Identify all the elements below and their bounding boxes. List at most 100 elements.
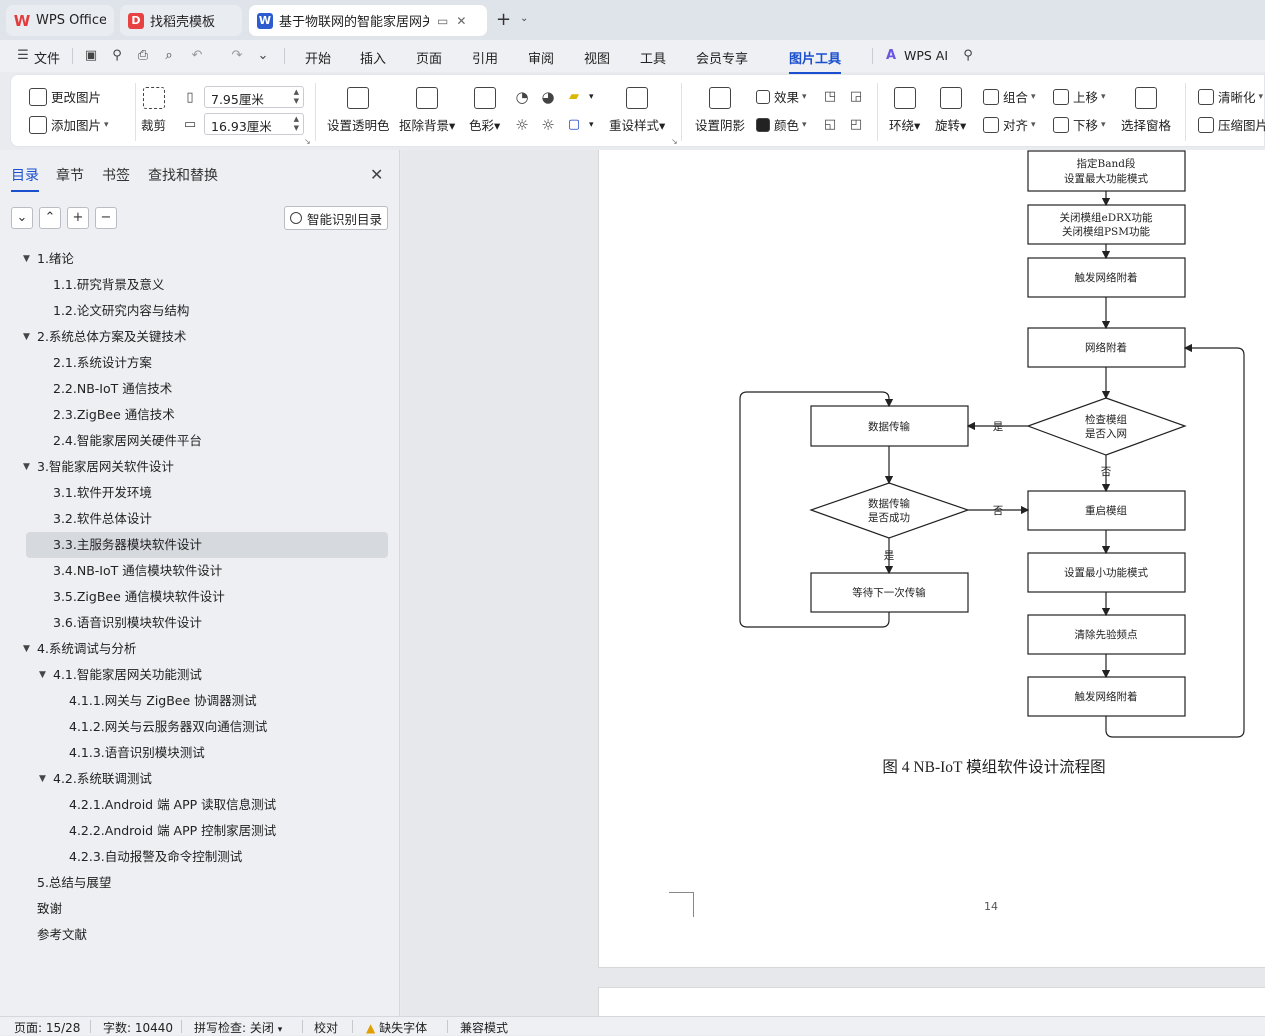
- outline-color-icon[interactable]: ▢: [567, 117, 581, 132]
- tab-docer-templates[interactable]: D 找稻壳模板: [120, 5, 242, 36]
- menu-picture-tools[interactable]: 图片工具: [789, 48, 842, 74]
- toc-item[interactable]: 4.1.1.网关与 ZigBee 协调器测试: [0, 688, 400, 714]
- nav-tab-find-replace[interactable]: 查找和替换: [148, 168, 218, 184]
- remove-background-button[interactable]: 抠除背景▾: [399, 87, 455, 134]
- monitor-icon[interactable]: ▭: [437, 13, 449, 28]
- crop-button[interactable]: 裁剪: [141, 87, 166, 134]
- toc-item[interactable]: 4.2.1.Android 端 APP 读取信息测试: [0, 792, 400, 818]
- dialog-launcher-icon[interactable]: ↘: [304, 137, 311, 146]
- toc-item[interactable]: 2.2.NB-IoT 通信技术: [0, 376, 400, 402]
- toc-item[interactable]: 3.4.NB-IoT 通信模块软件设计: [0, 558, 400, 584]
- selection-pane-button[interactable]: 选择窗格: [1121, 87, 1171, 134]
- menu-start[interactable]: 开始: [305, 52, 332, 67]
- width-input[interactable]: 7.95厘米 ▲▼: [204, 86, 304, 108]
- contrast-up-icon[interactable]: ☼: [515, 116, 529, 134]
- toc-item[interactable]: ▼2.系统总体方案及关键技术: [0, 324, 400, 350]
- toc-item[interactable]: 3.3.主服务器模块软件设计: [26, 532, 388, 558]
- menu-page[interactable]: 页面: [416, 52, 443, 67]
- smart-toc-button[interactable]: 智能识别目录: [284, 206, 388, 230]
- new-tab-icon[interactable]: +: [496, 9, 512, 30]
- color-adjust-button[interactable]: 色彩▾: [469, 87, 500, 134]
- highlight-color-icon[interactable]: ▰: [569, 89, 579, 104]
- collapse-up-button[interactable]: ⌃: [39, 207, 61, 229]
- toc-item[interactable]: 致谢: [0, 896, 400, 922]
- rotate-button[interactable]: 旋转▾: [935, 87, 966, 134]
- menu-wps-ai[interactable]: WPS AI: [904, 48, 949, 63]
- menu-review[interactable]: 审阅: [528, 52, 555, 67]
- undo-icon[interactable]: ↶: [191, 48, 203, 63]
- shadow-up-icon[interactable]: ◳: [823, 89, 837, 104]
- close-tab-icon[interactable]: ✕: [456, 13, 467, 28]
- sharpen-button[interactable]: 清晰化▾: [1198, 87, 1263, 106]
- toc-item[interactable]: 3.5.ZigBee 通信模块软件设计: [0, 584, 400, 610]
- toc-item[interactable]: 4.1.2.网关与云服务器双向通信测试: [0, 714, 400, 740]
- redo-icon[interactable]: ↷: [231, 48, 243, 63]
- expand-triangle-icon[interactable]: ▼: [23, 332, 30, 342]
- bring-forward-button[interactable]: 上移▾: [1053, 87, 1106, 106]
- close-icon[interactable]: ✕: [370, 165, 384, 184]
- spin-arrows-icon[interactable]: ▲▼: [293, 88, 299, 105]
- quick-access-dropdown-icon[interactable]: ⌄: [257, 48, 269, 63]
- toc-item[interactable]: 2.1.系统设计方案: [0, 350, 400, 376]
- flowchart-image[interactable]: 指定Band段 设置最大功能模式 关闭模组eDRX功能 关闭模组PSM功能 触发…: [599, 150, 1265, 750]
- brightness-up-icon[interactable]: ◔: [515, 88, 529, 106]
- menu-tools[interactable]: 工具: [640, 52, 667, 67]
- toc-item[interactable]: 参考文献: [0, 922, 400, 948]
- menu-view[interactable]: 视图: [584, 52, 611, 67]
- chevron-down-icon[interactable]: ▾: [589, 120, 594, 130]
- compress-image-button[interactable]: 压缩图片: [1198, 115, 1265, 134]
- shadow-left-icon[interactable]: ◱: [823, 117, 837, 132]
- print-preview-icon[interactable]: ⌕: [165, 48, 173, 63]
- spin-arrows-icon[interactable]: ▲▼: [293, 115, 299, 132]
- toc-item[interactable]: 4.2.2.Android 端 APP 控制家居测试: [0, 818, 400, 844]
- share-link-icon[interactable]: ⚲: [112, 48, 122, 63]
- toc-item[interactable]: ▼4.系统调试与分析: [0, 636, 400, 662]
- contrast-down-icon[interactable]: ☼: [541, 116, 555, 134]
- menu-member[interactable]: 会员专享: [696, 52, 749, 67]
- expand-triangle-icon[interactable]: ▼: [39, 670, 46, 680]
- search-icon[interactable]: ⚲: [963, 48, 973, 63]
- nav-tab-sections[interactable]: 章节: [56, 168, 84, 184]
- fill-color-button[interactable]: 颜色▾: [756, 115, 807, 134]
- add-heading-button[interactable]: +: [67, 207, 89, 229]
- tab-current-document[interactable]: W 基于物联网的智能家居网关设计 ▭ ✕: [249, 5, 487, 36]
- expand-triangle-icon[interactable]: ▼: [23, 254, 30, 264]
- toc-item[interactable]: 3.6.语音识别模块软件设计: [0, 610, 400, 636]
- hamburger-menu-icon[interactable]: ☰: [17, 48, 29, 63]
- missing-font-button[interactable]: ▲ 缺失字体: [366, 1021, 428, 1035]
- height-input[interactable]: 16.93厘米 ▲▼: [204, 113, 304, 135]
- toc-item[interactable]: ▼1.绪论: [0, 246, 400, 272]
- brightness-down-icon[interactable]: ◕: [541, 88, 555, 106]
- page-indicator[interactable]: 页面: 15/28: [14, 1021, 81, 1035]
- wrap-button[interactable]: 环绕▾: [889, 87, 920, 134]
- send-backward-button[interactable]: 下移▾: [1053, 115, 1106, 134]
- reset-style-button[interactable]: 重设样式▾: [609, 87, 665, 134]
- chevron-down-icon[interactable]: ▾: [589, 92, 594, 102]
- menu-references[interactable]: 引用: [472, 52, 499, 67]
- save-icon[interactable]: ▣: [84, 48, 98, 63]
- toc-item[interactable]: 2.4.智能家居网关硬件平台: [0, 428, 400, 454]
- menu-insert[interactable]: 插入: [360, 52, 387, 67]
- tab-wps-office[interactable]: W WPS Office: [6, 5, 114, 36]
- group-button[interactable]: 组合▾: [983, 87, 1036, 106]
- set-shadow-button[interactable]: 设置阴影: [695, 87, 745, 134]
- dialog-launcher-icon[interactable]: ↘: [671, 137, 678, 146]
- shadow-right-icon[interactable]: ◰: [849, 117, 863, 132]
- toc-item[interactable]: 1.1.研究背景及意义: [0, 272, 400, 298]
- proofread-button[interactable]: 校对: [314, 1021, 339, 1035]
- toc-item[interactable]: ▼4.1.智能家居网关功能测试: [0, 662, 400, 688]
- toc-item[interactable]: 2.3.ZigBee 通信技术: [0, 402, 400, 428]
- remove-heading-button[interactable]: −: [95, 207, 117, 229]
- toc-item[interactable]: 3.1.软件开发环境: [0, 480, 400, 506]
- effects-button[interactable]: 效果▾: [756, 87, 807, 106]
- shadow-down-icon[interactable]: ◲: [849, 89, 863, 104]
- spell-check-toggle[interactable]: 拼写检查: 关闭 ▾: [194, 1021, 283, 1035]
- toc-item[interactable]: 4.1.3.语音识别模块测试: [0, 740, 400, 766]
- toc-item[interactable]: 3.2.软件总体设计: [0, 506, 400, 532]
- collapse-down-button[interactable]: ⌄: [11, 207, 33, 229]
- toc-item[interactable]: 1.2.论文研究内容与结构: [0, 298, 400, 324]
- nav-tab-toc[interactable]: 目录: [11, 165, 39, 192]
- add-image-button[interactable]: 添加图片▾: [29, 115, 109, 134]
- menu-file[interactable]: 文件: [34, 52, 61, 67]
- expand-triangle-icon[interactable]: ▼: [23, 644, 30, 654]
